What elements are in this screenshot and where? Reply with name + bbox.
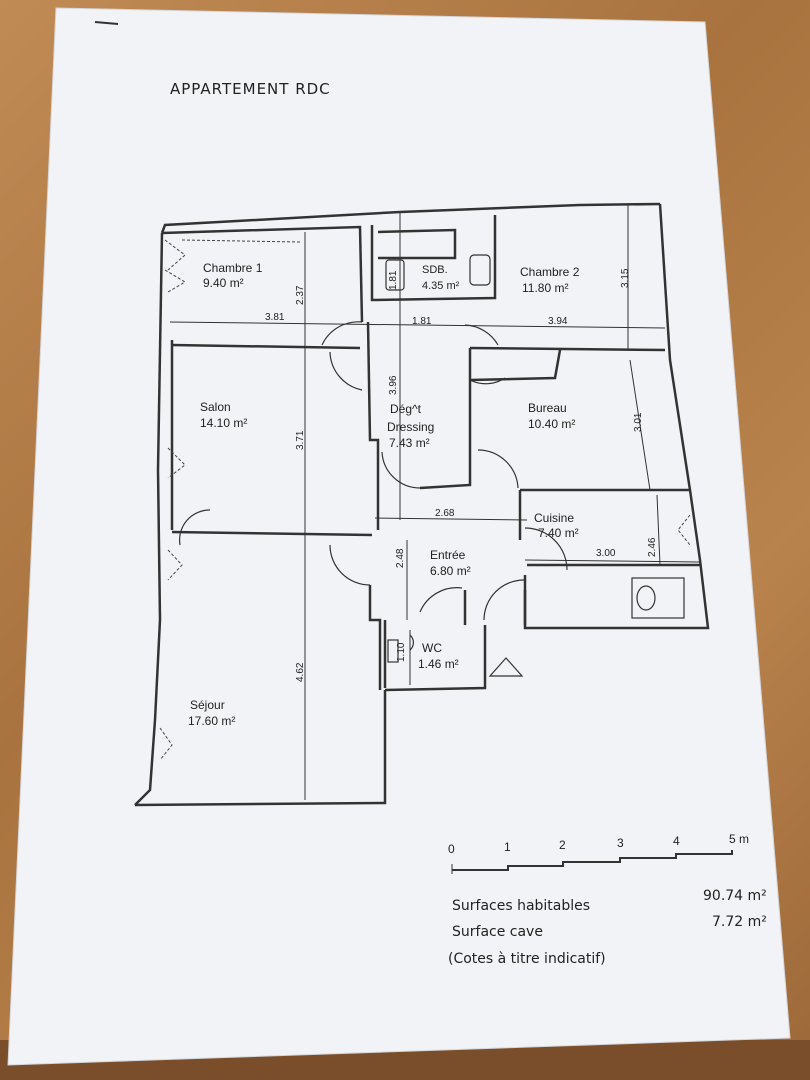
room-cuisine-name: Cuisine	[534, 511, 575, 525]
scale-tick-1: 1	[504, 840, 511, 854]
room-sdb-name: SDB.	[422, 264, 448, 276]
dim-2-48: 2.48	[395, 548, 406, 568]
plan-title: APPARTEMENT RDC	[170, 80, 331, 98]
room-sdb-area: 4.35 m²	[422, 280, 460, 292]
surface-cave-value: 7.72 m²	[712, 914, 767, 930]
room-dressing-area: 7.43 m²	[389, 436, 430, 450]
dim-1-10: 1.10	[396, 642, 407, 662]
surface-cave-label: Surface cave	[452, 924, 543, 940]
scale-tick-4: 4	[673, 834, 680, 848]
dim-3-01: 3.01	[633, 412, 644, 432]
dim-2-46: 2.46	[647, 537, 658, 557]
room-entree-area: 6.80 m²	[430, 564, 471, 578]
scale-tick-5: 5 m	[729, 832, 750, 846]
room-bureau-area: 10.40 m²	[528, 417, 576, 431]
dim-3-71: 3.71	[295, 430, 306, 450]
dim-3-96: 3.96	[388, 375, 399, 395]
room-wc-name: WC	[422, 641, 442, 655]
dim-4-62: 4.62	[295, 662, 306, 682]
dim-2-37: 2.37	[295, 285, 306, 305]
scale-tick-2: 2	[559, 838, 566, 852]
dim-2-68: 2.68	[435, 508, 455, 519]
dim-3-00: 3.00	[596, 548, 616, 559]
room-salon-area: 14.10 m²	[200, 416, 248, 430]
dim-1-81-h: 1.81	[412, 316, 432, 327]
surfaces-habitables-value: 90.74 m²	[703, 888, 767, 904]
surfaces-habitables-label: Surfaces habitables	[452, 898, 591, 914]
scale-bar	[451, 850, 733, 874]
room-chambre2-area: 11.80 m²	[522, 281, 569, 295]
room-sejour-area: 17.60 m²	[188, 714, 236, 728]
room-chambre2-name: Chambre 2	[520, 265, 580, 279]
floor-plan	[134, 202, 710, 807]
room-wc-area: 1.46 m²	[418, 657, 459, 671]
room-bureau-name: Bureau	[528, 401, 567, 415]
room-chambre1-name: Chambre 1	[203, 261, 263, 275]
room-cuisine-area: 7.40 m²	[538, 526, 579, 540]
room-sejour-name: Séjour	[190, 698, 225, 712]
dim-3-81: 3.81	[265, 312, 285, 323]
dim-1-81-v: 1.81	[388, 270, 399, 290]
cotes-note: (Cotes à titre indicatif)	[448, 951, 606, 967]
room-chambre1-area: 9.40 m²	[203, 276, 244, 290]
dim-3-15: 3.15	[620, 268, 631, 288]
room-degagement-name: Dég^t	[390, 402, 421, 416]
room-dressing-name: Dressing	[387, 420, 435, 434]
dim-3-94: 3.94	[548, 316, 568, 327]
room-entree-name: Entrée	[430, 548, 466, 562]
scale-tick-3: 3	[617, 836, 624, 850]
room-salon-name: Salon	[200, 400, 231, 414]
scale-tick-0: 0	[448, 842, 455, 856]
